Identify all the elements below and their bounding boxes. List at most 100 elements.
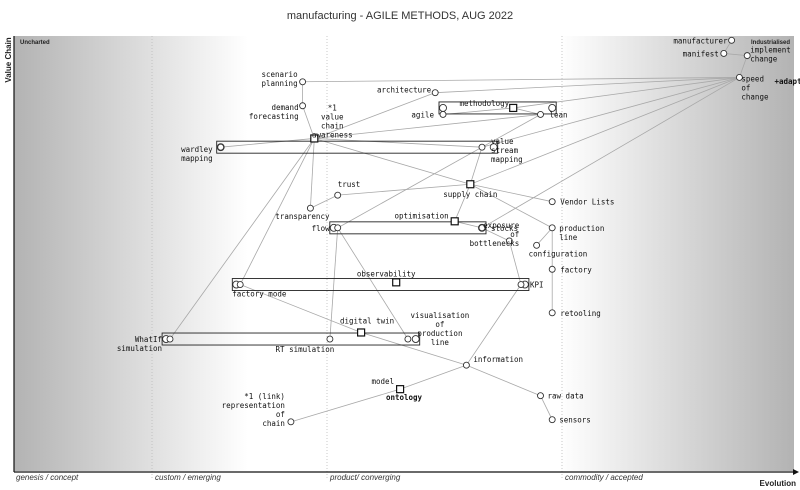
- component-label-line: manufacturer: [673, 36, 728, 45]
- component-label-line: WhatIf: [135, 335, 162, 344]
- component-marker: [396, 385, 405, 394]
- component-label-line: wardley: [181, 145, 213, 154]
- component-lean[interactable]: lean: [537, 110, 568, 119]
- dependency-link: [481, 77, 740, 229]
- component-flow[interactable]: flow: [312, 224, 342, 233]
- component-kpi[interactable]: KPI: [517, 281, 544, 290]
- dependency-link: [314, 138, 483, 148]
- component-marker: [450, 217, 459, 226]
- component-retooling[interactable]: retooling: [548, 309, 601, 318]
- component-label-line: stream: [491, 146, 519, 155]
- component-marker: [357, 328, 366, 337]
- component-manifest[interactable]: manifest: [683, 49, 728, 58]
- phase-product: product/ converging: [329, 473, 401, 482]
- component-label-line: *1 (link): [244, 392, 285, 401]
- component-manufacturer[interactable]: manufacturer: [673, 36, 736, 45]
- component-label: stocks: [491, 224, 518, 233]
- component-marker: [439, 111, 447, 118]
- component-methodology[interactable]: methodology: [460, 99, 518, 113]
- dependency-link: [220, 138, 315, 148]
- component-information[interactable]: information: [462, 355, 523, 369]
- component-label-line: exposure: [483, 221, 520, 230]
- component-supply-chain[interactable]: supply chain: [443, 180, 497, 200]
- component-marker: [548, 309, 556, 317]
- component-marker: [548, 198, 556, 206]
- component-raw-data[interactable]: raw data: [537, 392, 584, 401]
- component-factory-mode[interactable]: factory mode: [232, 281, 287, 299]
- component-label-line: chain: [262, 419, 285, 428]
- component-marker: [548, 224, 556, 232]
- component-label-line: retooling: [560, 309, 601, 318]
- component-sensors[interactable]: sensors: [548, 416, 591, 425]
- pipeline: [231, 278, 530, 291]
- component-marker: [236, 281, 244, 288]
- component-label-line: chain: [321, 121, 344, 130]
- component-trust[interactable]: trust: [334, 180, 361, 199]
- component-ontology[interactable]: ontology: [386, 393, 423, 402]
- component-label-line: value: [491, 137, 514, 146]
- component-label: information: [473, 355, 523, 364]
- component-rt-simulation[interactable]: RT simulation: [276, 335, 335, 354]
- component-configuration[interactable]: configuration: [529, 241, 588, 258]
- component-observability[interactable]: observability: [357, 269, 416, 287]
- dependency-link: [481, 77, 740, 148]
- industrialised-label: Industrialised: [751, 40, 790, 46]
- phase-genesis: genesis / concept: [16, 473, 79, 482]
- component-label: RT simulation: [276, 345, 335, 354]
- component-label: methodology: [460, 99, 510, 108]
- component-label-line: optimisation: [395, 211, 449, 220]
- component-label-line: of: [276, 410, 285, 419]
- component-label: sensors: [559, 416, 591, 425]
- component-label-line: line: [431, 338, 450, 347]
- component-marker: [299, 102, 307, 110]
- component-model[interactable]: model: [372, 377, 405, 394]
- component-agile[interactable]: agile: [411, 110, 447, 119]
- dependency-link: [239, 138, 315, 285]
- component-optimisation[interactable]: optimisation: [395, 211, 459, 226]
- component-label: architecture: [377, 86, 432, 95]
- component-label-line: model: [372, 377, 395, 386]
- component-label-line: representation: [222, 401, 285, 410]
- component-vendor-lists[interactable]: Vendor Lists: [548, 198, 614, 207]
- component-adaptability[interactable]: +adaptability: [775, 77, 800, 86]
- pipeline: [161, 332, 421, 346]
- y-axis-label: Value Chain: [4, 37, 13, 82]
- component-label-line: planning: [261, 79, 297, 88]
- pipeline: [438, 101, 557, 115]
- component-label-line: mapping: [491, 155, 523, 164]
- component-label-line: RT simulation: [276, 345, 335, 354]
- component-label-line: scenario: [261, 70, 298, 79]
- component-marker: [217, 143, 225, 151]
- component-factory[interactable]: factory: [548, 265, 592, 274]
- component-label: digital twin: [340, 316, 394, 325]
- component-label: flow: [312, 224, 331, 233]
- component-architecture[interactable]: architecture: [377, 86, 439, 97]
- component-stocks[interactable]: stocks: [478, 224, 518, 233]
- component-marker: [478, 143, 486, 151]
- component-transparency[interactable]: transparency: [275, 204, 330, 221]
- x-axis-arrow: [793, 469, 799, 475]
- component-marker: [431, 89, 439, 97]
- component-marker: [517, 281, 525, 288]
- component-marker: [720, 49, 728, 57]
- component-digital-twin[interactable]: digital twin: [340, 316, 394, 337]
- component-marker: [735, 73, 743, 81]
- pipeline-end-marker: [411, 335, 420, 343]
- component-label: factory mode: [232, 290, 287, 299]
- component-label-line: agile: [411, 110, 434, 119]
